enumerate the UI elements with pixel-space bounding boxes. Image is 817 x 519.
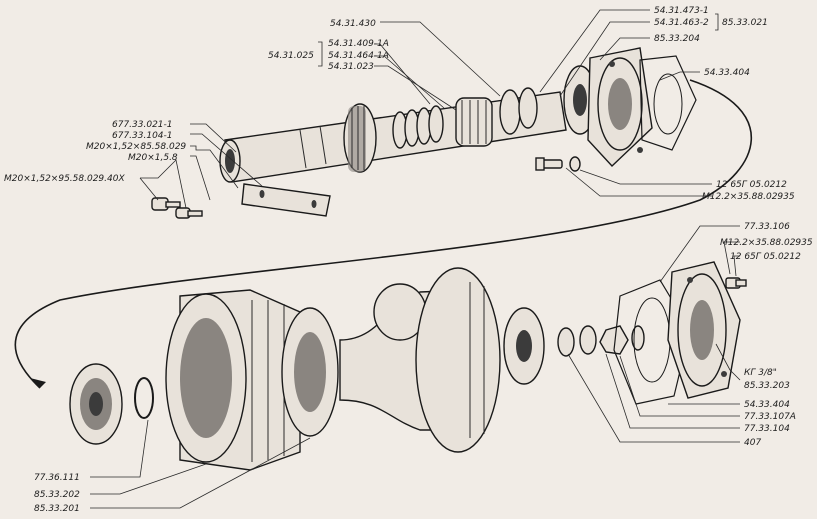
assembly-path-curve	[14, 79, 753, 389]
label-77-33-107a: 77.33.107А	[744, 412, 796, 422]
key-plate	[241, 183, 331, 217]
lower-washer-1	[557, 327, 575, 357]
splined-gear	[343, 103, 377, 173]
label-m12-35-88-02935-top: М12.2×35.88.02935	[702, 192, 795, 202]
label-54-31-464-1a: 54.31.464-1А	[328, 51, 389, 61]
label-54-31-023: 54.31.023	[328, 62, 374, 72]
label-12-65g-05-0212-top: 12 65Г 05.0212	[716, 180, 787, 190]
lower-bolt	[725, 277, 747, 289]
lower-washer-2	[579, 325, 597, 355]
ribbed-sleeve	[455, 97, 493, 147]
label-54-33-404-bottom: 54.33.404	[744, 400, 790, 410]
large-ring-gear	[165, 289, 301, 471]
label-77-33-106: 77.33.106	[744, 222, 790, 232]
label-77-36-111: 77.36.111	[34, 473, 80, 483]
upper-bolt	[535, 156, 581, 172]
label-54-31-473-1: 54.31.473-1	[654, 6, 709, 16]
label-85-33-021: 85.33.021	[722, 18, 768, 28]
label-677-33-021-1: 677.33.021-1	[112, 120, 173, 130]
label-677-33-104-1: 677.33.104-1	[112, 131, 173, 141]
assembly-path-arrow	[30, 378, 46, 388]
left-bearing	[69, 363, 123, 445]
upper-flange-cover	[587, 47, 653, 167]
central-hub	[339, 267, 501, 453]
label-407: 407	[744, 438, 761, 448]
small-bolts-left	[151, 197, 203, 219]
label-54-31-463-2: 54.31.463-2	[654, 18, 709, 28]
retaining-ring-1	[499, 89, 521, 135]
snap-ring	[134, 377, 154, 419]
lower-washer-3	[631, 325, 645, 351]
upper-gasket	[639, 55, 697, 151]
right-bearing	[503, 307, 545, 385]
label-54-31-025: 54.31.025	[268, 51, 314, 61]
spring-rings	[392, 105, 444, 149]
lower-flange-cover	[667, 261, 741, 399]
label-m12-35-88-02935-bottom: М12.2×35.88.02935	[720, 238, 813, 248]
label-m20-95-58-029-40x: М20×1,52×95.58.029.40Х	[4, 174, 125, 184]
retaining-ring-2	[518, 87, 538, 129]
middle-gear-ring	[281, 307, 339, 437]
lower-assembly	[69, 261, 747, 471]
label-85-33-203: 85.33.203	[744, 381, 790, 391]
label-85-33-201: 85.33.201	[34, 504, 80, 514]
label-54-33-404-top: 54.33.404	[704, 68, 750, 78]
label-85-33-202: 85.33.202	[34, 490, 80, 500]
label-kg-3-8: КГ 3/8"	[744, 368, 777, 378]
lower-nut	[599, 325, 629, 355]
label-12-65g-05-0212-bottom: 12 65Г 05.0212	[730, 252, 801, 262]
label-54-31-430: 54.31.430	[330, 19, 376, 29]
upper-shaft-assembly	[151, 47, 697, 219]
label-77-33-104: 77.33.104	[744, 424, 790, 434]
label-m20-85-58-029: М20×1,52×85.58.029	[86, 142, 186, 152]
part-number-labels: 54.31.430 54.31.473-1 54.31.463-2 85.33.…	[4, 6, 813, 514]
label-m20-1-5-8: М20×1,5.8	[128, 153, 178, 163]
label-85-33-204: 85.33.204	[654, 34, 700, 44]
leader-lines	[90, 9, 741, 509]
label-54-31-409-1a: 54.31.409-1А	[328, 39, 389, 49]
